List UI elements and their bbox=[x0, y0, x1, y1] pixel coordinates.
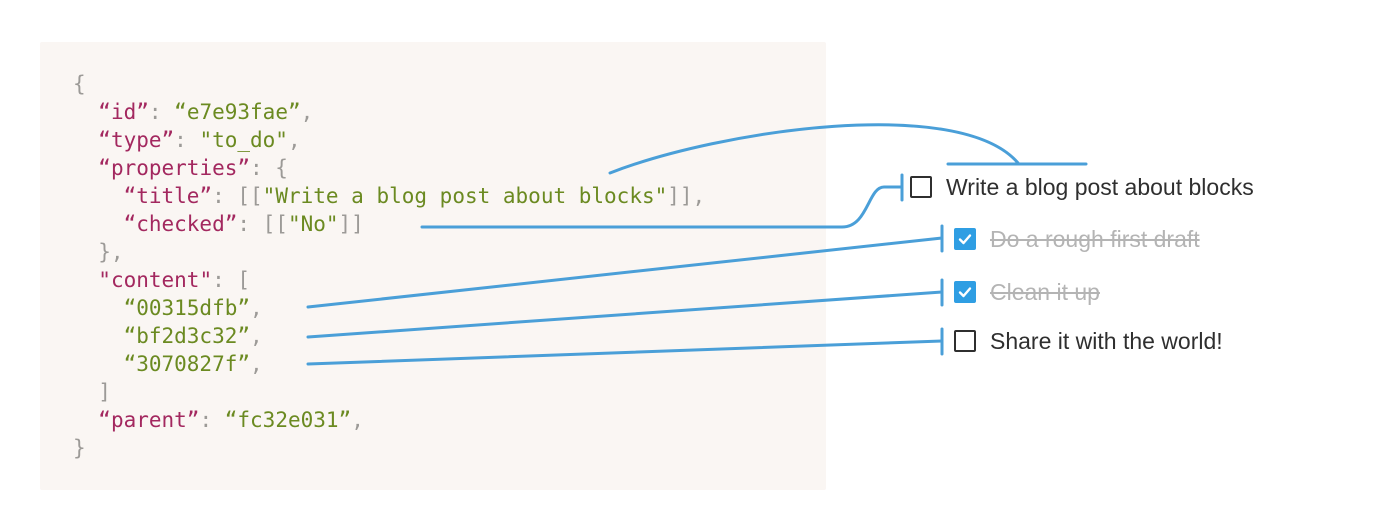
connector-content-3 bbox=[306, 339, 944, 366]
id-value: “e7e93fae” bbox=[174, 100, 301, 124]
connector-title bbox=[608, 123, 1020, 175]
checkbox-checked[interactable] bbox=[954, 281, 976, 303]
properties-key: “properties” bbox=[98, 156, 251, 180]
content-item-3: “3070827f” bbox=[123, 352, 251, 376]
check-icon bbox=[958, 234, 972, 245]
title-value: "Write a blog post about blocks" bbox=[262, 184, 668, 208]
close-brace: } bbox=[73, 436, 86, 460]
checked-value: "No" bbox=[287, 212, 339, 236]
todo-label-2: Do a rough first draft bbox=[990, 225, 1200, 252]
content-item-1: “00315dfb” bbox=[123, 296, 251, 320]
connector-content-1 bbox=[306, 236, 944, 309]
parent-key: “parent” bbox=[98, 408, 200, 432]
checkbox-checked[interactable] bbox=[954, 228, 976, 250]
check-icon bbox=[958, 287, 972, 298]
type-value: "to_do" bbox=[199, 128, 288, 152]
type-key: “type” bbox=[98, 128, 175, 152]
todo-item-3[interactable]: Clean it up bbox=[954, 277, 1100, 307]
parent-value: “fc32e031” bbox=[224, 408, 352, 432]
todo-label-3: Clean it up bbox=[990, 278, 1100, 305]
todo-label-1: Write a blog post about blocks bbox=[946, 173, 1254, 200]
json-code-block: { “id”: “e7e93fae”, “type”: "to_do", “pr… bbox=[73, 72, 706, 460]
content-item-2: “bf2d3c32” bbox=[123, 324, 251, 348]
todo-label-4: Share it with the world! bbox=[990, 327, 1223, 354]
id-key: “id” bbox=[98, 100, 149, 124]
title-key: “title” bbox=[123, 184, 213, 208]
todo-item-2[interactable]: Do a rough first draft bbox=[954, 224, 1200, 254]
todo-item-1[interactable]: Write a blog post about blocks bbox=[910, 172, 1254, 202]
open-brace: { bbox=[73, 72, 86, 96]
checked-key: “checked” bbox=[123, 212, 238, 236]
connector-content-2 bbox=[306, 290, 944, 339]
connector-checked bbox=[420, 185, 904, 229]
checkbox-unchecked[interactable] bbox=[954, 330, 976, 352]
todo-item-4[interactable]: Share it with the world! bbox=[954, 326, 1223, 356]
checkbox-unchecked[interactable] bbox=[910, 176, 932, 198]
content-key: "content" bbox=[98, 268, 213, 292]
